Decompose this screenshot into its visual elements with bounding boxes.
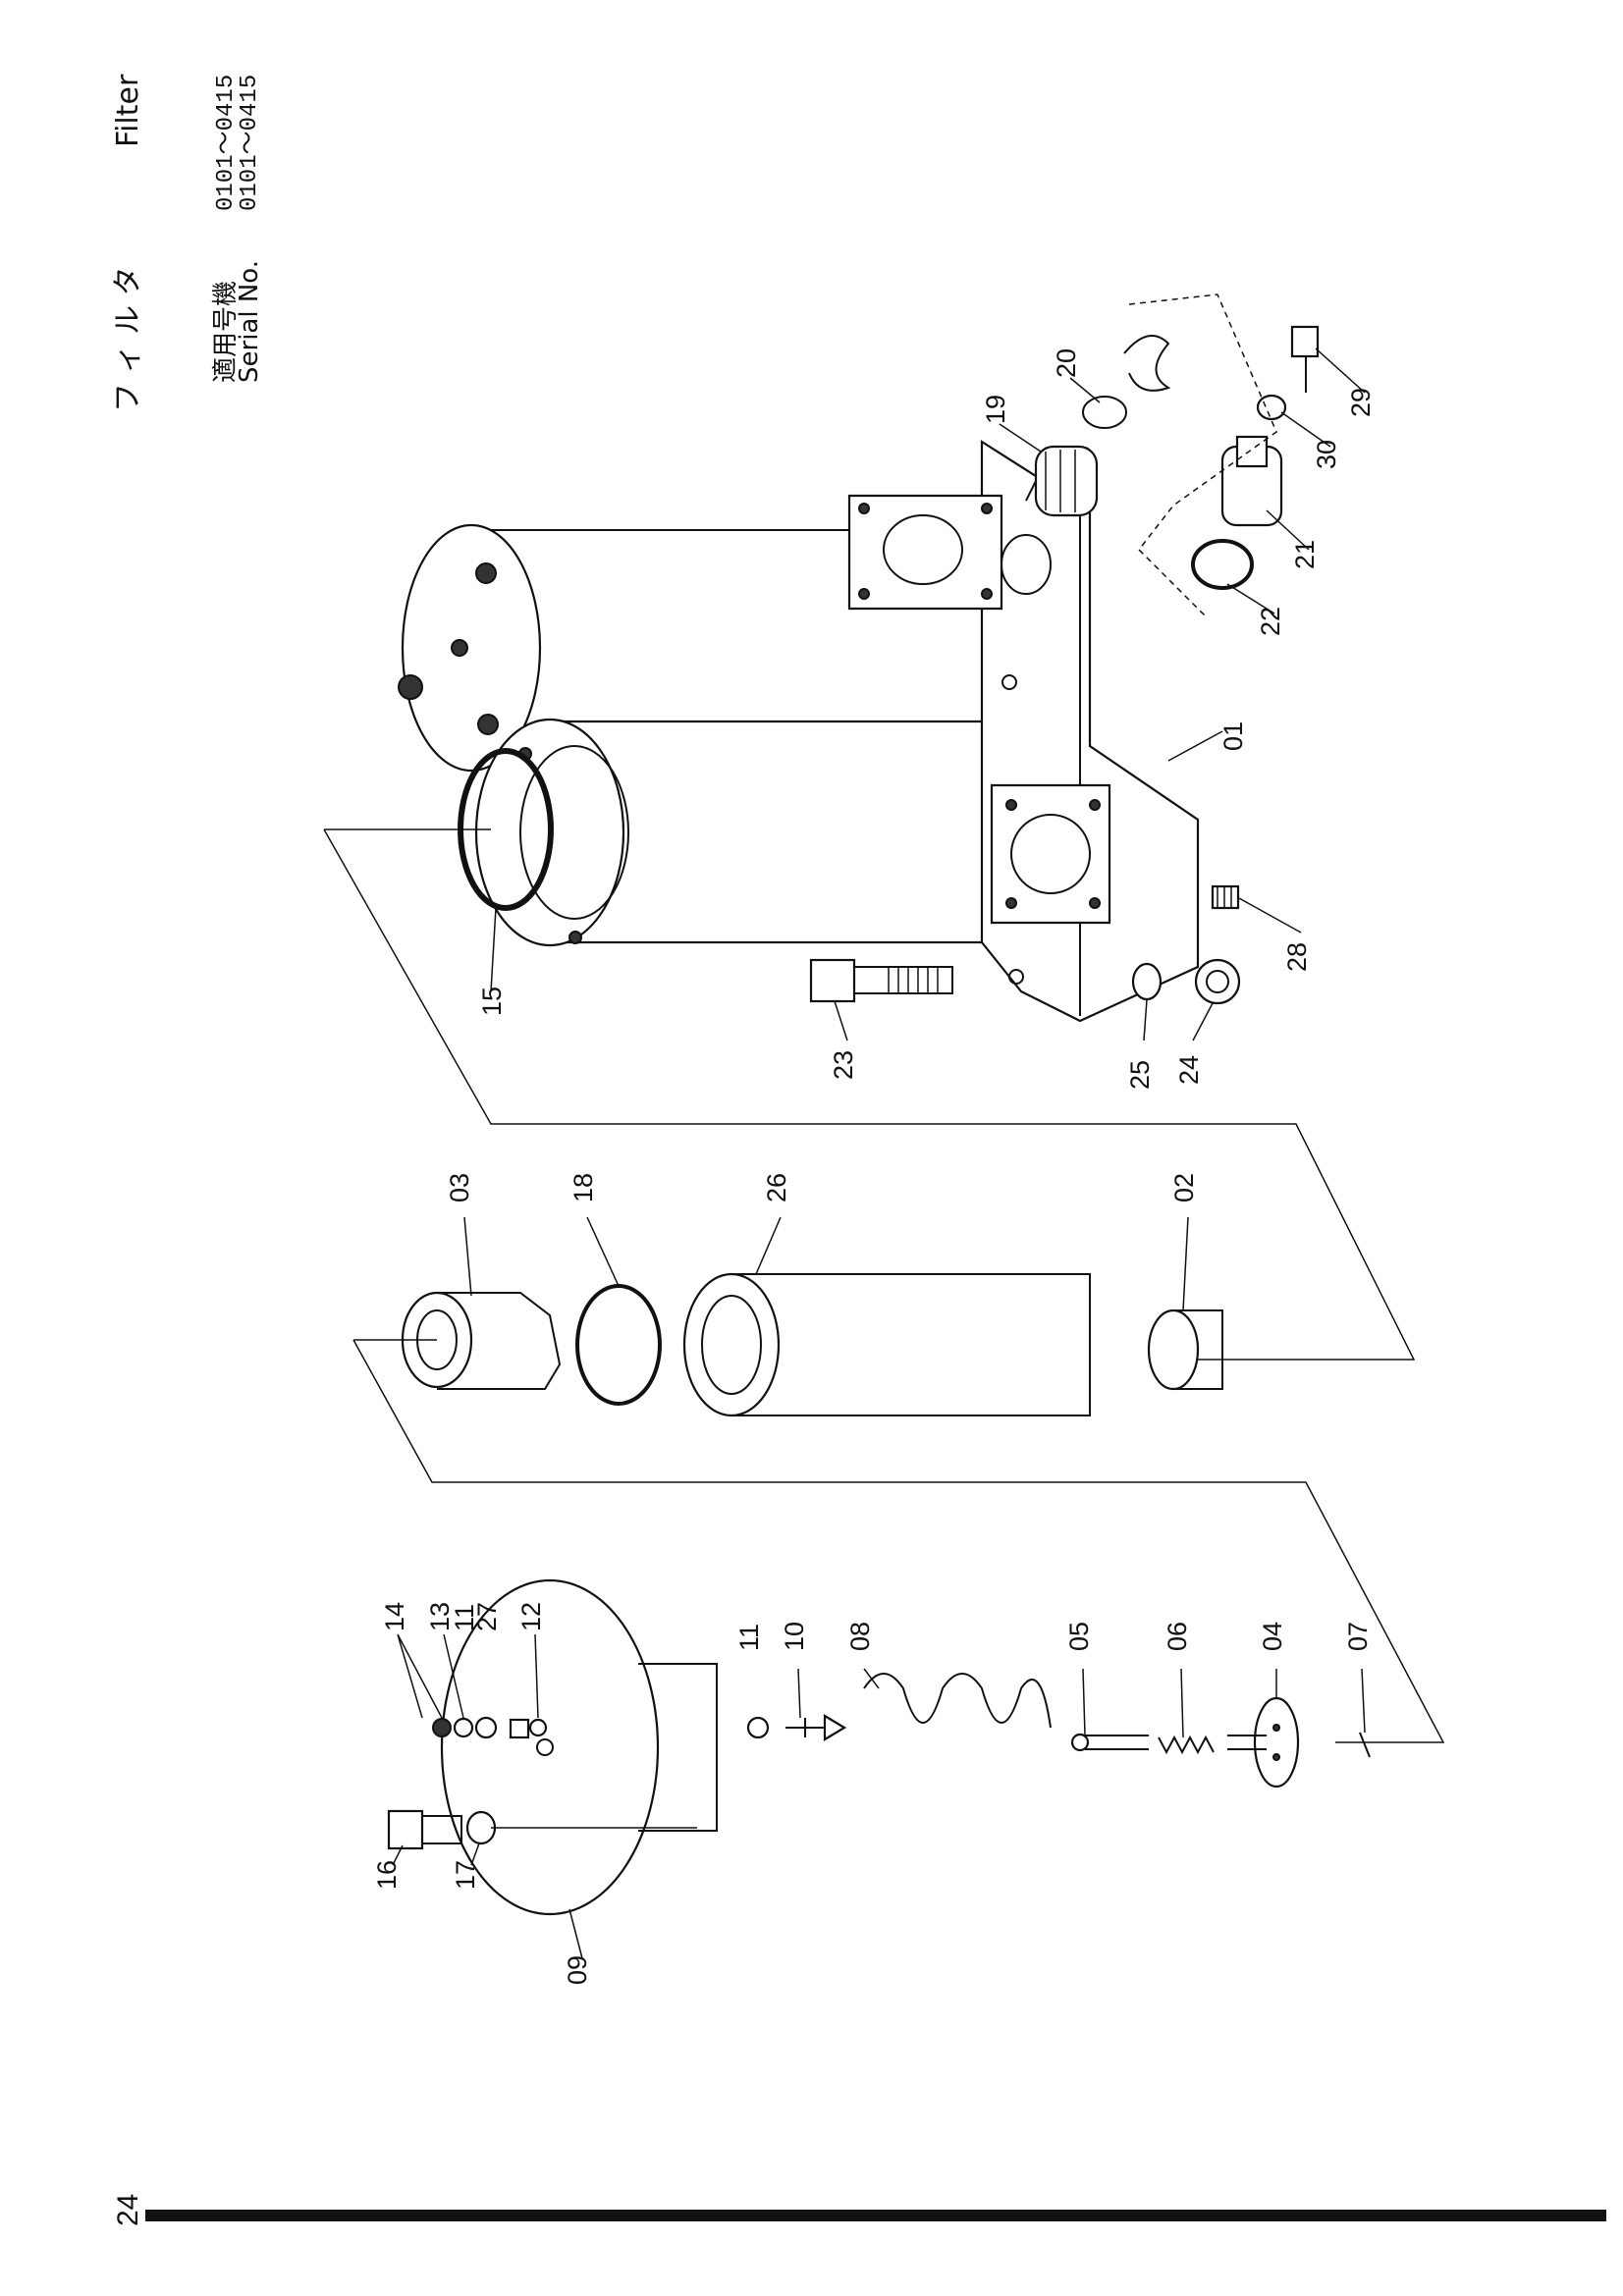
part-label-25: 25 bbox=[1125, 1060, 1155, 1090]
washer-11b bbox=[746, 1716, 770, 1739]
part-label-17: 17 bbox=[451, 1860, 480, 1890]
filter-element-26 bbox=[682, 1272, 1091, 1417]
part-label-29: 29 bbox=[1346, 388, 1376, 417]
page-number: 24 bbox=[112, 2194, 144, 2226]
nut-14 bbox=[432, 1718, 452, 1737]
assembly-bracket-lower bbox=[352, 1339, 1445, 1743]
nut-24 bbox=[1194, 958, 1241, 1005]
bushing-03 bbox=[401, 1291, 562, 1390]
stem-05 bbox=[1070, 1733, 1149, 1752]
spring-08 bbox=[863, 1673, 1052, 1729]
part-label-20: 20 bbox=[1052, 348, 1081, 378]
o-ring-22 bbox=[1191, 539, 1254, 590]
plug-28 bbox=[1211, 884, 1240, 910]
washer-25 bbox=[1131, 962, 1163, 1001]
part-label-07: 07 bbox=[1343, 1622, 1373, 1651]
part-label-23: 23 bbox=[829, 1050, 858, 1080]
part-label-08: 08 bbox=[845, 1622, 875, 1651]
valve-disc-04 bbox=[1227, 1696, 1300, 1789]
bolt-23 bbox=[809, 958, 953, 1003]
washer-30 bbox=[1256, 394, 1287, 421]
footer-rule bbox=[145, 2210, 1606, 2221]
washer-17 bbox=[465, 1810, 497, 1845]
part-label-26: 26 bbox=[762, 1173, 791, 1202]
snap-ring-18 bbox=[575, 1284, 662, 1406]
bushing-02 bbox=[1147, 1308, 1223, 1391]
part-label-13: 13 bbox=[425, 1602, 455, 1631]
washer-13 bbox=[453, 1717, 474, 1738]
title-japanese: フ ィ ル タ bbox=[111, 266, 145, 412]
part-label-24: 24 bbox=[1174, 1055, 1204, 1085]
seal-12 bbox=[528, 1718, 548, 1737]
part-label-28: 28 bbox=[1282, 942, 1312, 972]
label-leaders bbox=[392, 347, 1366, 1959]
part-label-16: 16 bbox=[372, 1860, 402, 1890]
pin-07 bbox=[1359, 1732, 1371, 1758]
washer-11 bbox=[474, 1716, 498, 1739]
part-label-04: 04 bbox=[1258, 1622, 1287, 1651]
part-label-27: 27 bbox=[472, 1602, 502, 1631]
header: フ ィ ル タ Filter 適用号機 Serial No. 0101～0415… bbox=[111, 74, 264, 412]
part-label-03: 03 bbox=[445, 1173, 474, 1202]
spring-20-coil bbox=[1123, 335, 1171, 392]
bolt-29 bbox=[1290, 325, 1320, 393]
part-label-02: 02 bbox=[1169, 1173, 1199, 1202]
part-label-21: 21 bbox=[1290, 540, 1320, 569]
part-label-11-right: 11 bbox=[734, 1624, 764, 1651]
title-english: Filter bbox=[111, 74, 145, 147]
part-label-10: 10 bbox=[780, 1622, 809, 1651]
serial-label-japanese: 適用号機 bbox=[211, 281, 241, 383]
serial-range-1: 0101～0415 bbox=[213, 75, 240, 211]
part-label-05: 05 bbox=[1064, 1622, 1094, 1651]
part-label-12: 12 bbox=[516, 1602, 546, 1631]
part-label-18: 18 bbox=[568, 1173, 598, 1202]
valve-dashed-box bbox=[1128, 294, 1277, 619]
part-label-15: 15 bbox=[477, 987, 507, 1016]
part-label-09: 09 bbox=[563, 1955, 592, 1985]
spacer-27 bbox=[509, 1718, 530, 1739]
part-labels: 01 02 03 04 05 06 07 08 09 10 11 14 13 1… bbox=[372, 348, 1376, 1985]
filter-housing bbox=[398, 439, 1200, 1023]
spring-20 bbox=[1082, 396, 1127, 429]
part-label-01: 01 bbox=[1218, 721, 1248, 751]
serial-label-english: Serial No. bbox=[235, 260, 264, 383]
part-label-19: 19 bbox=[981, 395, 1010, 424]
part-label-11-left: 11 bbox=[450, 1604, 479, 1631]
valve-body-21 bbox=[1220, 435, 1283, 527]
part-label-06: 06 bbox=[1163, 1622, 1192, 1651]
serial-range-2: 0101～0415 bbox=[237, 75, 263, 211]
bolt-16 bbox=[387, 1809, 462, 1850]
assembly-bracket-upper bbox=[323, 828, 1416, 1361]
valve-19 bbox=[1025, 445, 1099, 517]
part-label-14: 14 bbox=[380, 1602, 409, 1631]
spring-06 bbox=[1158, 1735, 1215, 1755]
bolt-10 bbox=[785, 1714, 847, 1741]
cover-09 bbox=[440, 1578, 718, 1916]
